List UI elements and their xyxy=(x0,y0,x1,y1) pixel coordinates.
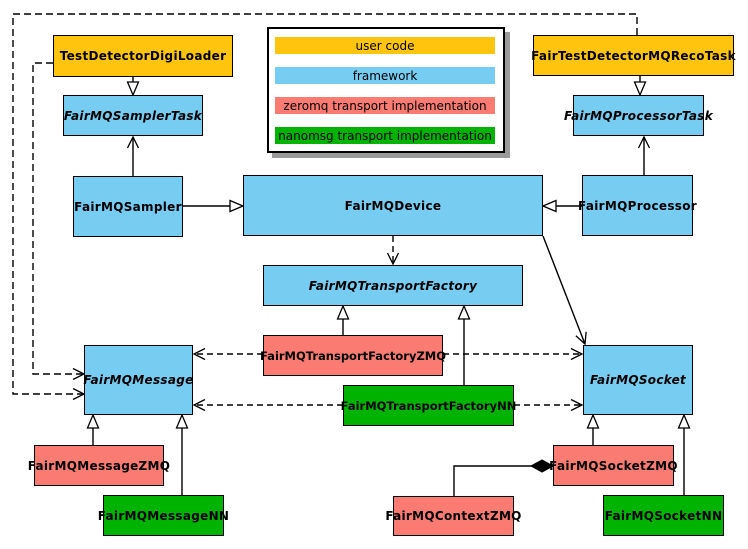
legend-label: user code xyxy=(355,38,415,53)
legend-label: nanomsg transport implementation xyxy=(278,128,492,143)
node-label: FairMQTransportFactoryZMQ xyxy=(260,348,447,363)
node-label: FairTestDetectorMQRecoTask xyxy=(531,48,736,63)
node-label: FairMQMessageZMQ xyxy=(27,458,171,473)
node-label: FairMQSocketNN xyxy=(604,508,723,523)
node-fair-test-detector-mq-reco-task: FairTestDetectorMQRecoTask xyxy=(531,35,736,76)
node-label: FairMQContextZMQ xyxy=(385,509,522,523)
node-fairmq-socket-nn: FairMQSocketNN xyxy=(603,495,724,536)
node-fairmq-transport-factory: FairMQTransportFactory xyxy=(263,265,523,306)
node-label: FairMQSocketZMQ xyxy=(549,458,678,473)
node-label: TestDetectorDigiLoader xyxy=(59,49,227,63)
node-fairmq-socket: FairMQSocket xyxy=(583,345,693,415)
node-label: FairMQSocket xyxy=(589,373,687,387)
node-fairmq-socket-zmq: FairMQSocketZMQ xyxy=(549,445,678,486)
legend-label: framework xyxy=(352,68,418,83)
node-fairmq-processor: FairMQProcessor xyxy=(578,175,697,236)
node-label: FairMQProcessorTask xyxy=(563,108,714,123)
node-fairmq-transport-factory-zmq: FairMQTransportFactoryZMQ xyxy=(260,335,447,376)
legend-item-user-code: user code xyxy=(275,37,495,54)
node-fairmq-processor-task: FairMQProcessorTask xyxy=(564,95,713,136)
node-fairmq-sampler: FairMQSampler xyxy=(73,176,183,237)
node-fairmq-transport-factory-nn: FairMQTransportFactoryNN xyxy=(340,385,517,426)
node-label: FairMQMessageNN xyxy=(97,508,230,523)
node-label: FairMQTransportFactory xyxy=(308,278,478,293)
node-test-detector-digi-loader: TestDetectorDigiLoader xyxy=(53,35,233,77)
dependency-arrow-digiloader-message xyxy=(32,62,86,381)
node-fairmq-sampler-task: FairMQSamplerTask xyxy=(63,95,203,136)
legend: user code framework zeromq transport imp… xyxy=(267,27,505,153)
node-fairmq-context-zmq: FairMQContextZMQ xyxy=(385,496,521,536)
dependency-arrow-recotask-message xyxy=(12,13,638,401)
node-fairmq-message: FairMQMessage xyxy=(83,345,194,415)
node-label: FairMQTransportFactoryNN xyxy=(340,398,517,413)
node-label: FairMQMessage xyxy=(83,373,194,387)
node-label: FairMQDevice xyxy=(344,198,442,213)
node-label: FairMQProcessor xyxy=(578,198,697,213)
node-fairmq-device: FairMQDevice xyxy=(243,175,543,236)
legend-item-zeromq: zeromq transport implementation xyxy=(275,97,495,114)
legend-item-nanomsg: nanomsg transport implementation xyxy=(275,127,495,144)
association-arrow-device-socket xyxy=(542,235,587,346)
node-fairmq-message-zmq: FairMQMessageZMQ xyxy=(28,445,170,486)
node-label: FairMQSampler xyxy=(74,199,182,214)
node-label: FairMQSamplerTask xyxy=(63,108,203,123)
legend-item-framework: framework xyxy=(275,67,495,84)
legend-label: zeromq transport implementation xyxy=(283,98,487,113)
node-fairmq-message-nn: FairMQMessageNN xyxy=(98,495,229,536)
composition-diamond-contextzmq-socketzmq xyxy=(453,466,553,496)
